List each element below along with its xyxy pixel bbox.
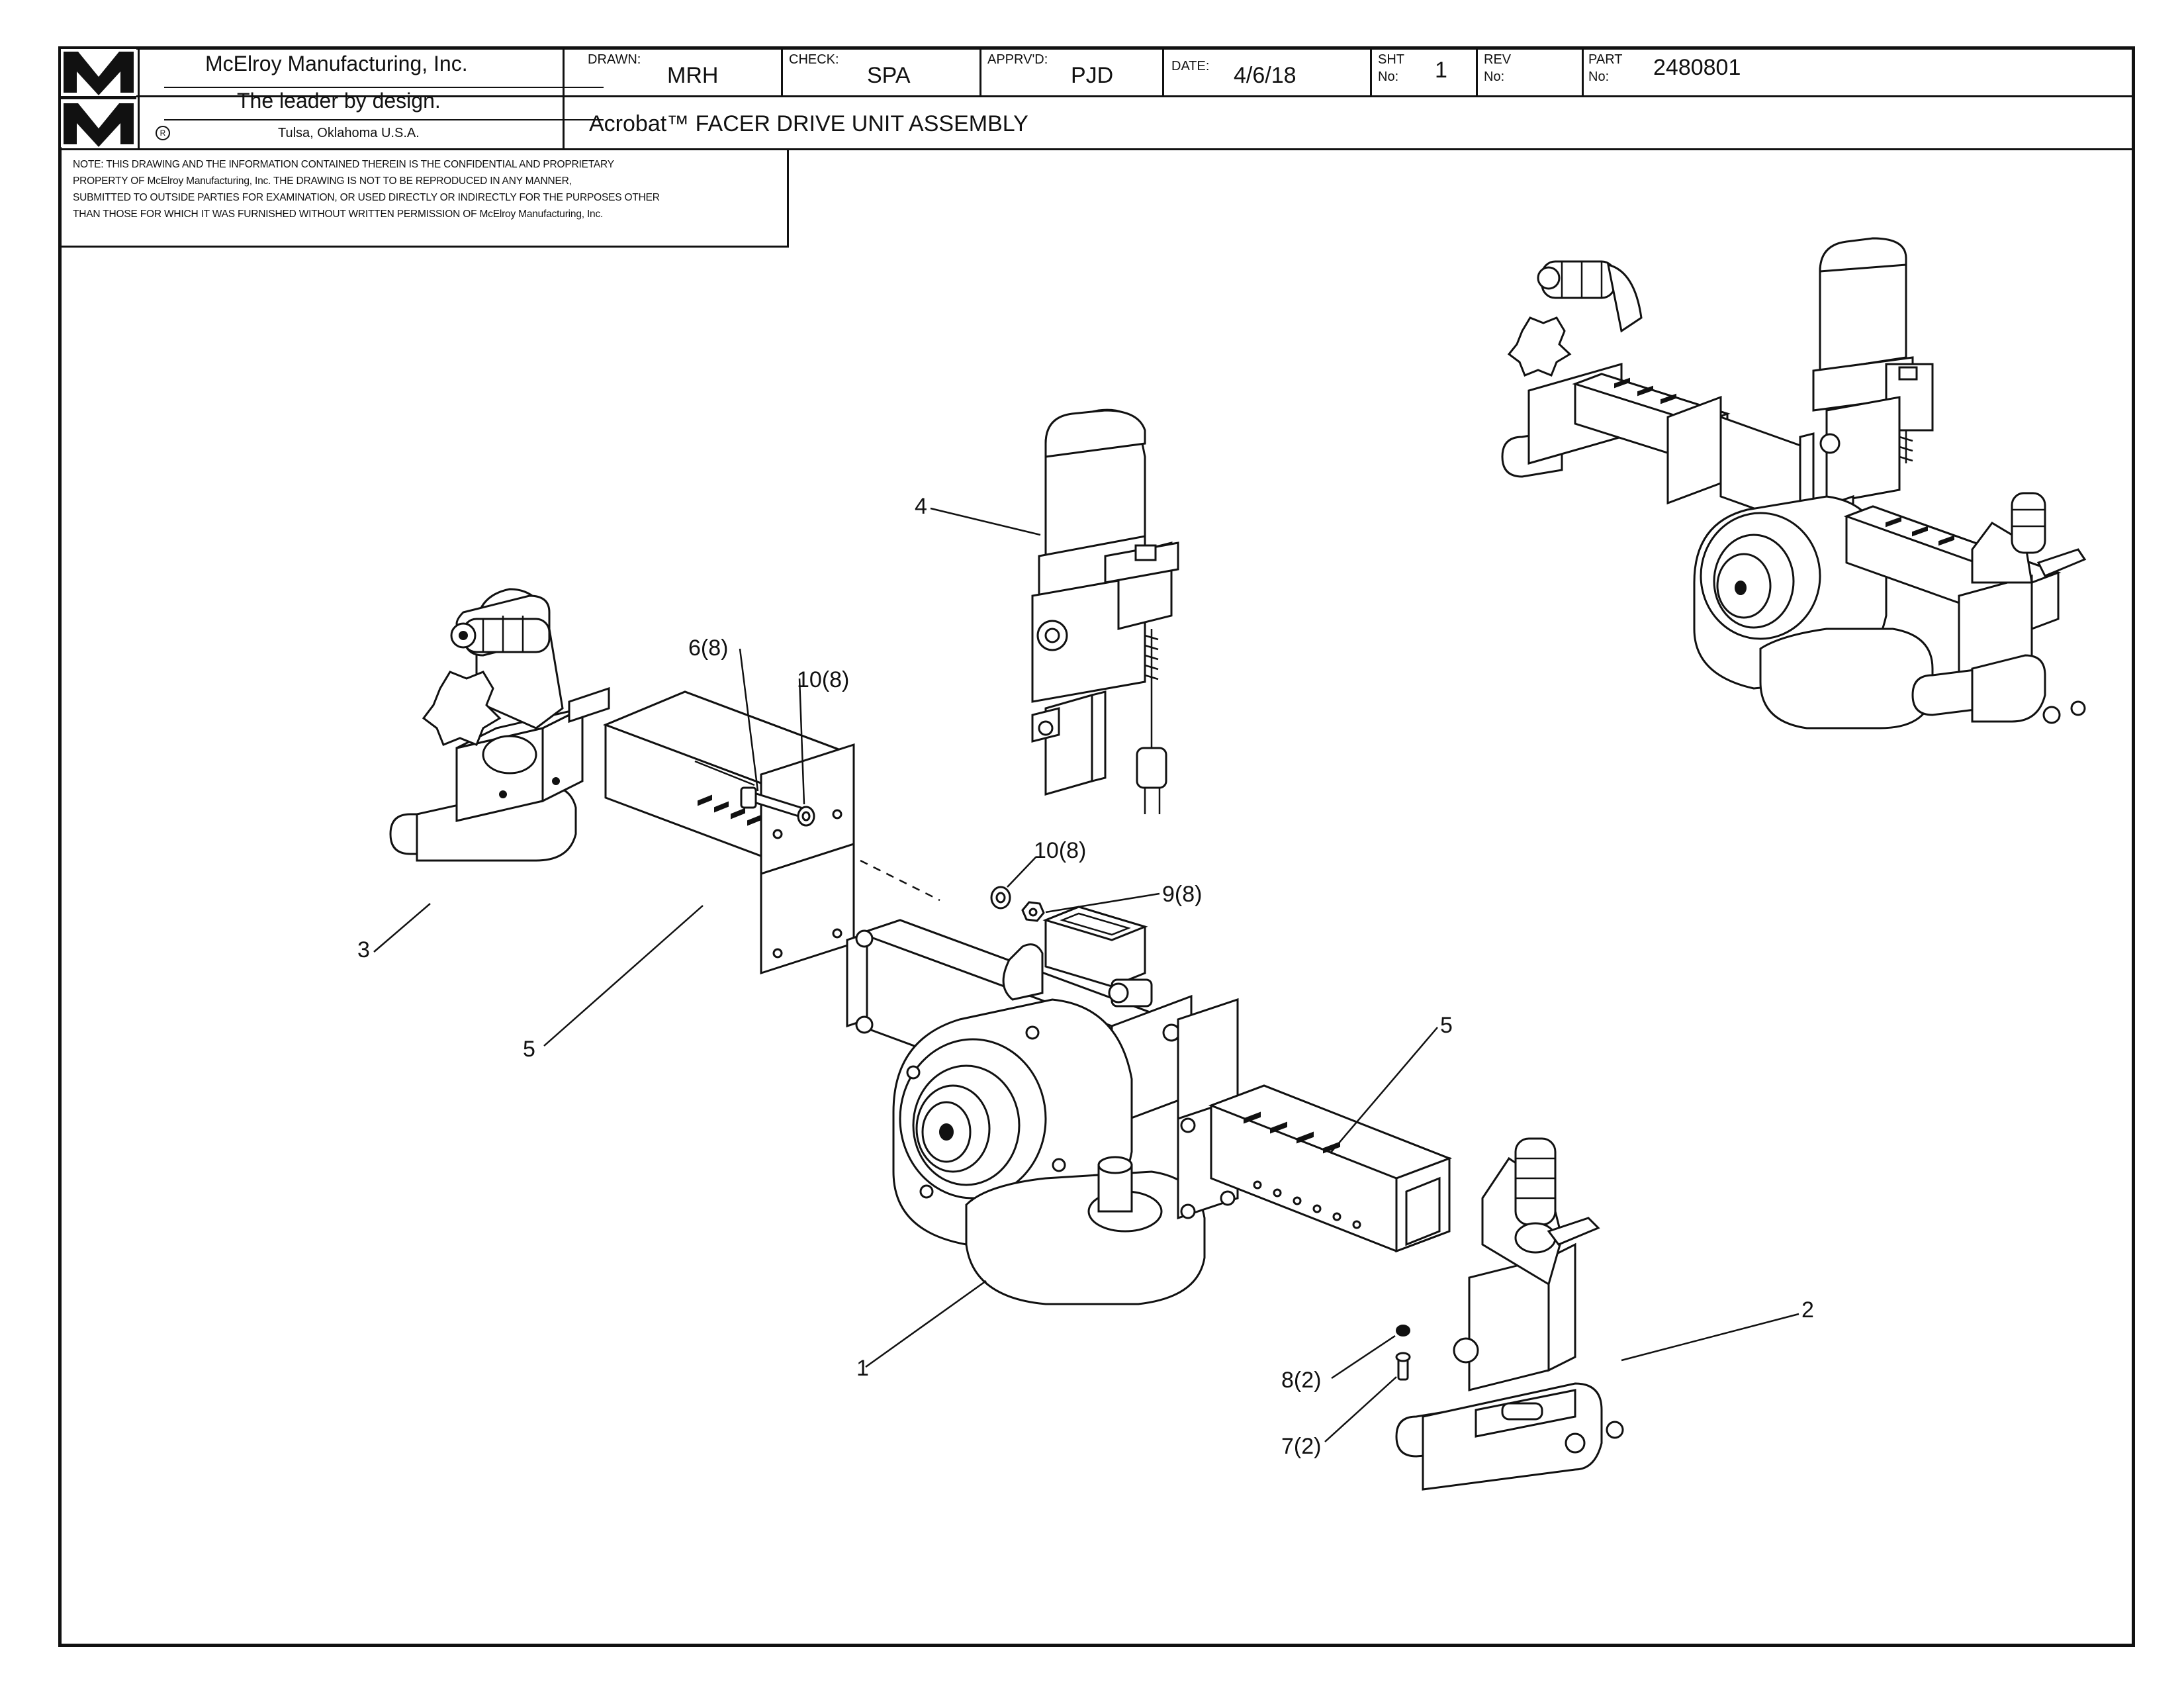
left-square-tube-part [602, 690, 855, 975]
left-clamp-part [389, 588, 610, 862]
right-clamp-part [1395, 1137, 1624, 1491]
washer-and-nut-parts-middle [990, 886, 1045, 922]
central-drive-unit-part [846, 859, 1206, 1305]
assembled-view [1501, 237, 2087, 729]
right-square-tube-part [1177, 998, 1453, 1253]
confidentiality-note: NOTE: THIS DRAWING AND THE INFORMATION C… [58, 150, 789, 248]
callout-item-6: 6(8) [688, 635, 729, 661]
company-name: McElroy Manufacturing, Inc. [205, 52, 468, 75]
company-tagline: The leader by design. [237, 89, 441, 113]
callout-item-2: 2 [1801, 1297, 1814, 1323]
callout-item-9: 9(8) [1162, 882, 1203, 907]
check-label: CHECK: [789, 52, 839, 67]
motor-part [1031, 408, 1179, 814]
approved-label: APPRV'D: [987, 52, 1048, 67]
check-value: SPA [867, 63, 911, 88]
callout-item-8: 8(2) [1281, 1368, 1322, 1393]
callout-item-3: 3 [357, 937, 370, 962]
drawn-label: DRAWN: [588, 52, 641, 67]
part-number-value: 2480801 [1653, 55, 1741, 80]
approved-value: PJD [1071, 63, 1114, 88]
callout-item-7: 7(2) [1281, 1434, 1322, 1459]
sheet-number-label-bottom: No: [1378, 70, 1399, 84]
sheet-number-value: 1 [1435, 58, 1447, 83]
note-line: THAN THOSE FOR WHICH IT WAS FURNISHED WI… [73, 209, 604, 220]
callout-item-4: 4 [915, 494, 927, 519]
part-number-label-bottom: No: [1588, 70, 1610, 84]
leader-lines [373, 507, 1799, 1442]
note-line: PROPERTY OF McElroy Manufacturing, Inc. … [73, 175, 572, 187]
callout-item-10-upper: 10(8) [797, 667, 850, 692]
nut-and-screw-parts-lower [1395, 1325, 1411, 1381]
drawn-value: MRH [667, 63, 719, 88]
registered-mark-icon: R [156, 126, 170, 140]
date-label: DATE: [1171, 59, 1210, 73]
part-number-label-top: PART [1588, 52, 1623, 67]
sheet-border [58, 46, 2135, 1647]
callout-item-5-left: 5 [523, 1037, 535, 1062]
revision-label-bottom: No: [1484, 70, 1505, 84]
company-location: Tulsa, Oklahoma U.S.A. [278, 126, 420, 140]
sheet-number-label-top: SHT [1378, 52, 1404, 67]
callout-item-1: 1 [856, 1356, 869, 1381]
mmi-logo [61, 49, 136, 147]
date-value: 4/6/18 [1234, 63, 1297, 88]
drawing-title: Acrobat™ FACER DRIVE UNIT ASSEMBLY [589, 111, 1028, 136]
title-block: McElroy Manufacturing, Inc. The leader b… [58, 46, 2135, 150]
note-line: SUBMITTED TO OUTSIDE PARTIES FOR EXAMINA… [73, 192, 660, 203]
callout-item-5-right: 5 [1440, 1013, 1453, 1038]
note-line: NOTE: THIS DRAWING AND THE INFORMATION C… [73, 159, 614, 170]
revision-label-top: REV [1484, 52, 1512, 67]
bolt-and-washer-parts-upper [740, 786, 815, 827]
callout-item-10-middle: 10(8) [1034, 838, 1087, 863]
